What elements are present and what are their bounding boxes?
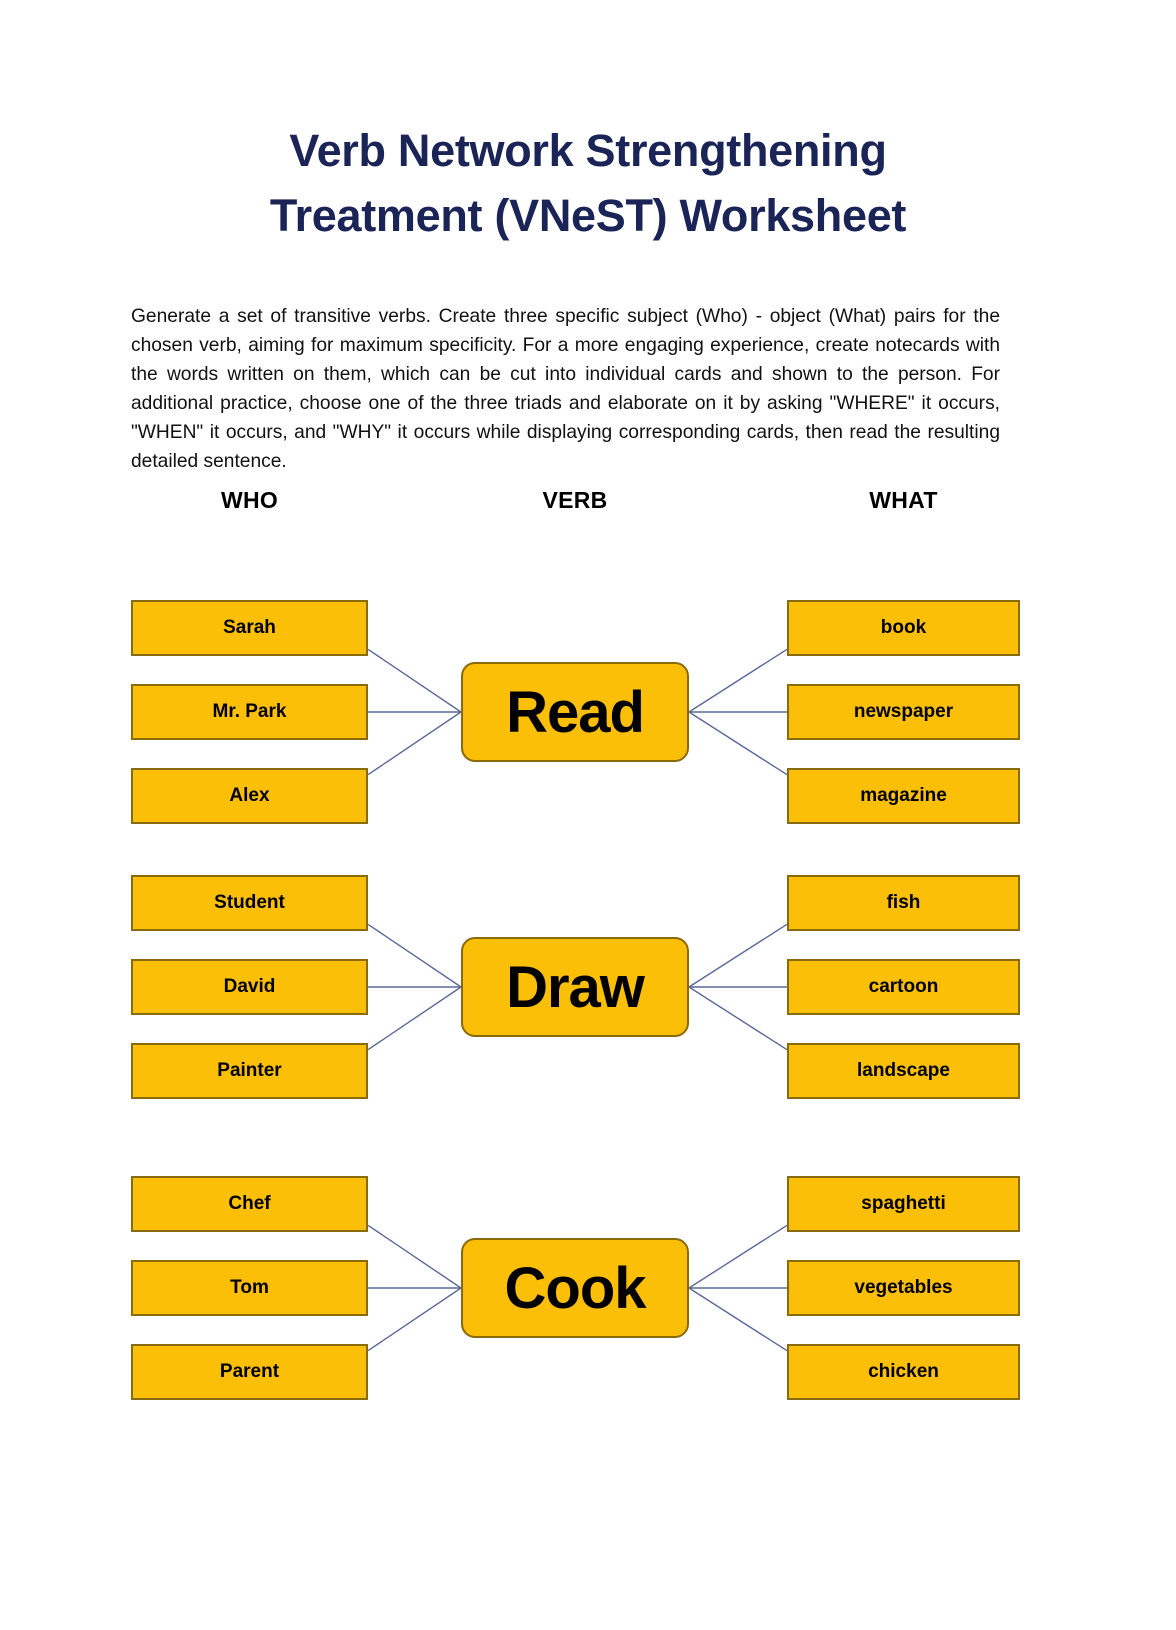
who-card-1-3[interactable]: Alex (131, 768, 368, 824)
what-card-1-3[interactable]: magazine (787, 768, 1020, 824)
connector-what-2-3 (688, 986, 788, 1051)
connector-who-1-3 (367, 711, 462, 776)
what-card-3-3[interactable]: chicken (787, 1344, 1020, 1400)
instructions-paragraph: Generate a set of transitive verbs. Crea… (131, 306, 1000, 473)
connector-who-3-1 (367, 1224, 462, 1289)
verb-card-3[interactable]: Cook (461, 1238, 689, 1338)
connector-who-1-1 (367, 648, 462, 713)
who-card-1-1[interactable]: Sarah (131, 600, 368, 656)
what-card-2-3[interactable]: landscape (787, 1043, 1020, 1099)
who-card-3-1[interactable]: Chef (131, 1176, 368, 1232)
verb-card-2[interactable]: Draw (461, 937, 689, 1037)
column-header-who: WHO (220, 487, 279, 513)
who-card-1-2[interactable]: Mr. Park (131, 684, 368, 740)
what-card-2-2[interactable]: cartoon (787, 959, 1020, 1015)
connector-what-1-1 (688, 648, 788, 713)
who-card-2-3[interactable]: Painter (131, 1043, 368, 1099)
what-card-1-2[interactable]: newspaper (787, 684, 1020, 740)
who-card-3-2[interactable]: Tom (131, 1260, 368, 1316)
connector-who-2-3 (367, 986, 462, 1051)
what-card-3-1[interactable]: spaghetti (787, 1176, 1020, 1232)
what-card-2-1[interactable]: fish (787, 875, 1020, 931)
who-card-2-1[interactable]: Student (131, 875, 368, 931)
who-card-3-3[interactable]: Parent (131, 1344, 368, 1400)
page-title-line-2: Treatment (VNeST) Worksheet (269, 190, 907, 242)
column-header-verb: VERB (542, 487, 608, 513)
verb-card-1[interactable]: Read (461, 662, 689, 762)
page-title-line-1: Verb Network Strengthening (289, 125, 887, 176)
what-card-1-1[interactable]: book (787, 600, 1020, 656)
connector-who-2-1 (367, 923, 462, 988)
what-card-3-2[interactable]: vegetables (787, 1260, 1020, 1316)
column-header-what: WHAT (869, 487, 938, 513)
connector-what-1-3 (688, 711, 788, 776)
page-title: Verb Network Strengthening Treatment (VN… (131, 118, 1045, 249)
connector-who-3-3 (367, 1287, 462, 1352)
connector-what-2-1 (688, 923, 788, 988)
connector-what-3-3 (688, 1287, 788, 1352)
connector-what-3-1 (688, 1224, 788, 1289)
who-card-2-2[interactable]: David (131, 959, 368, 1015)
